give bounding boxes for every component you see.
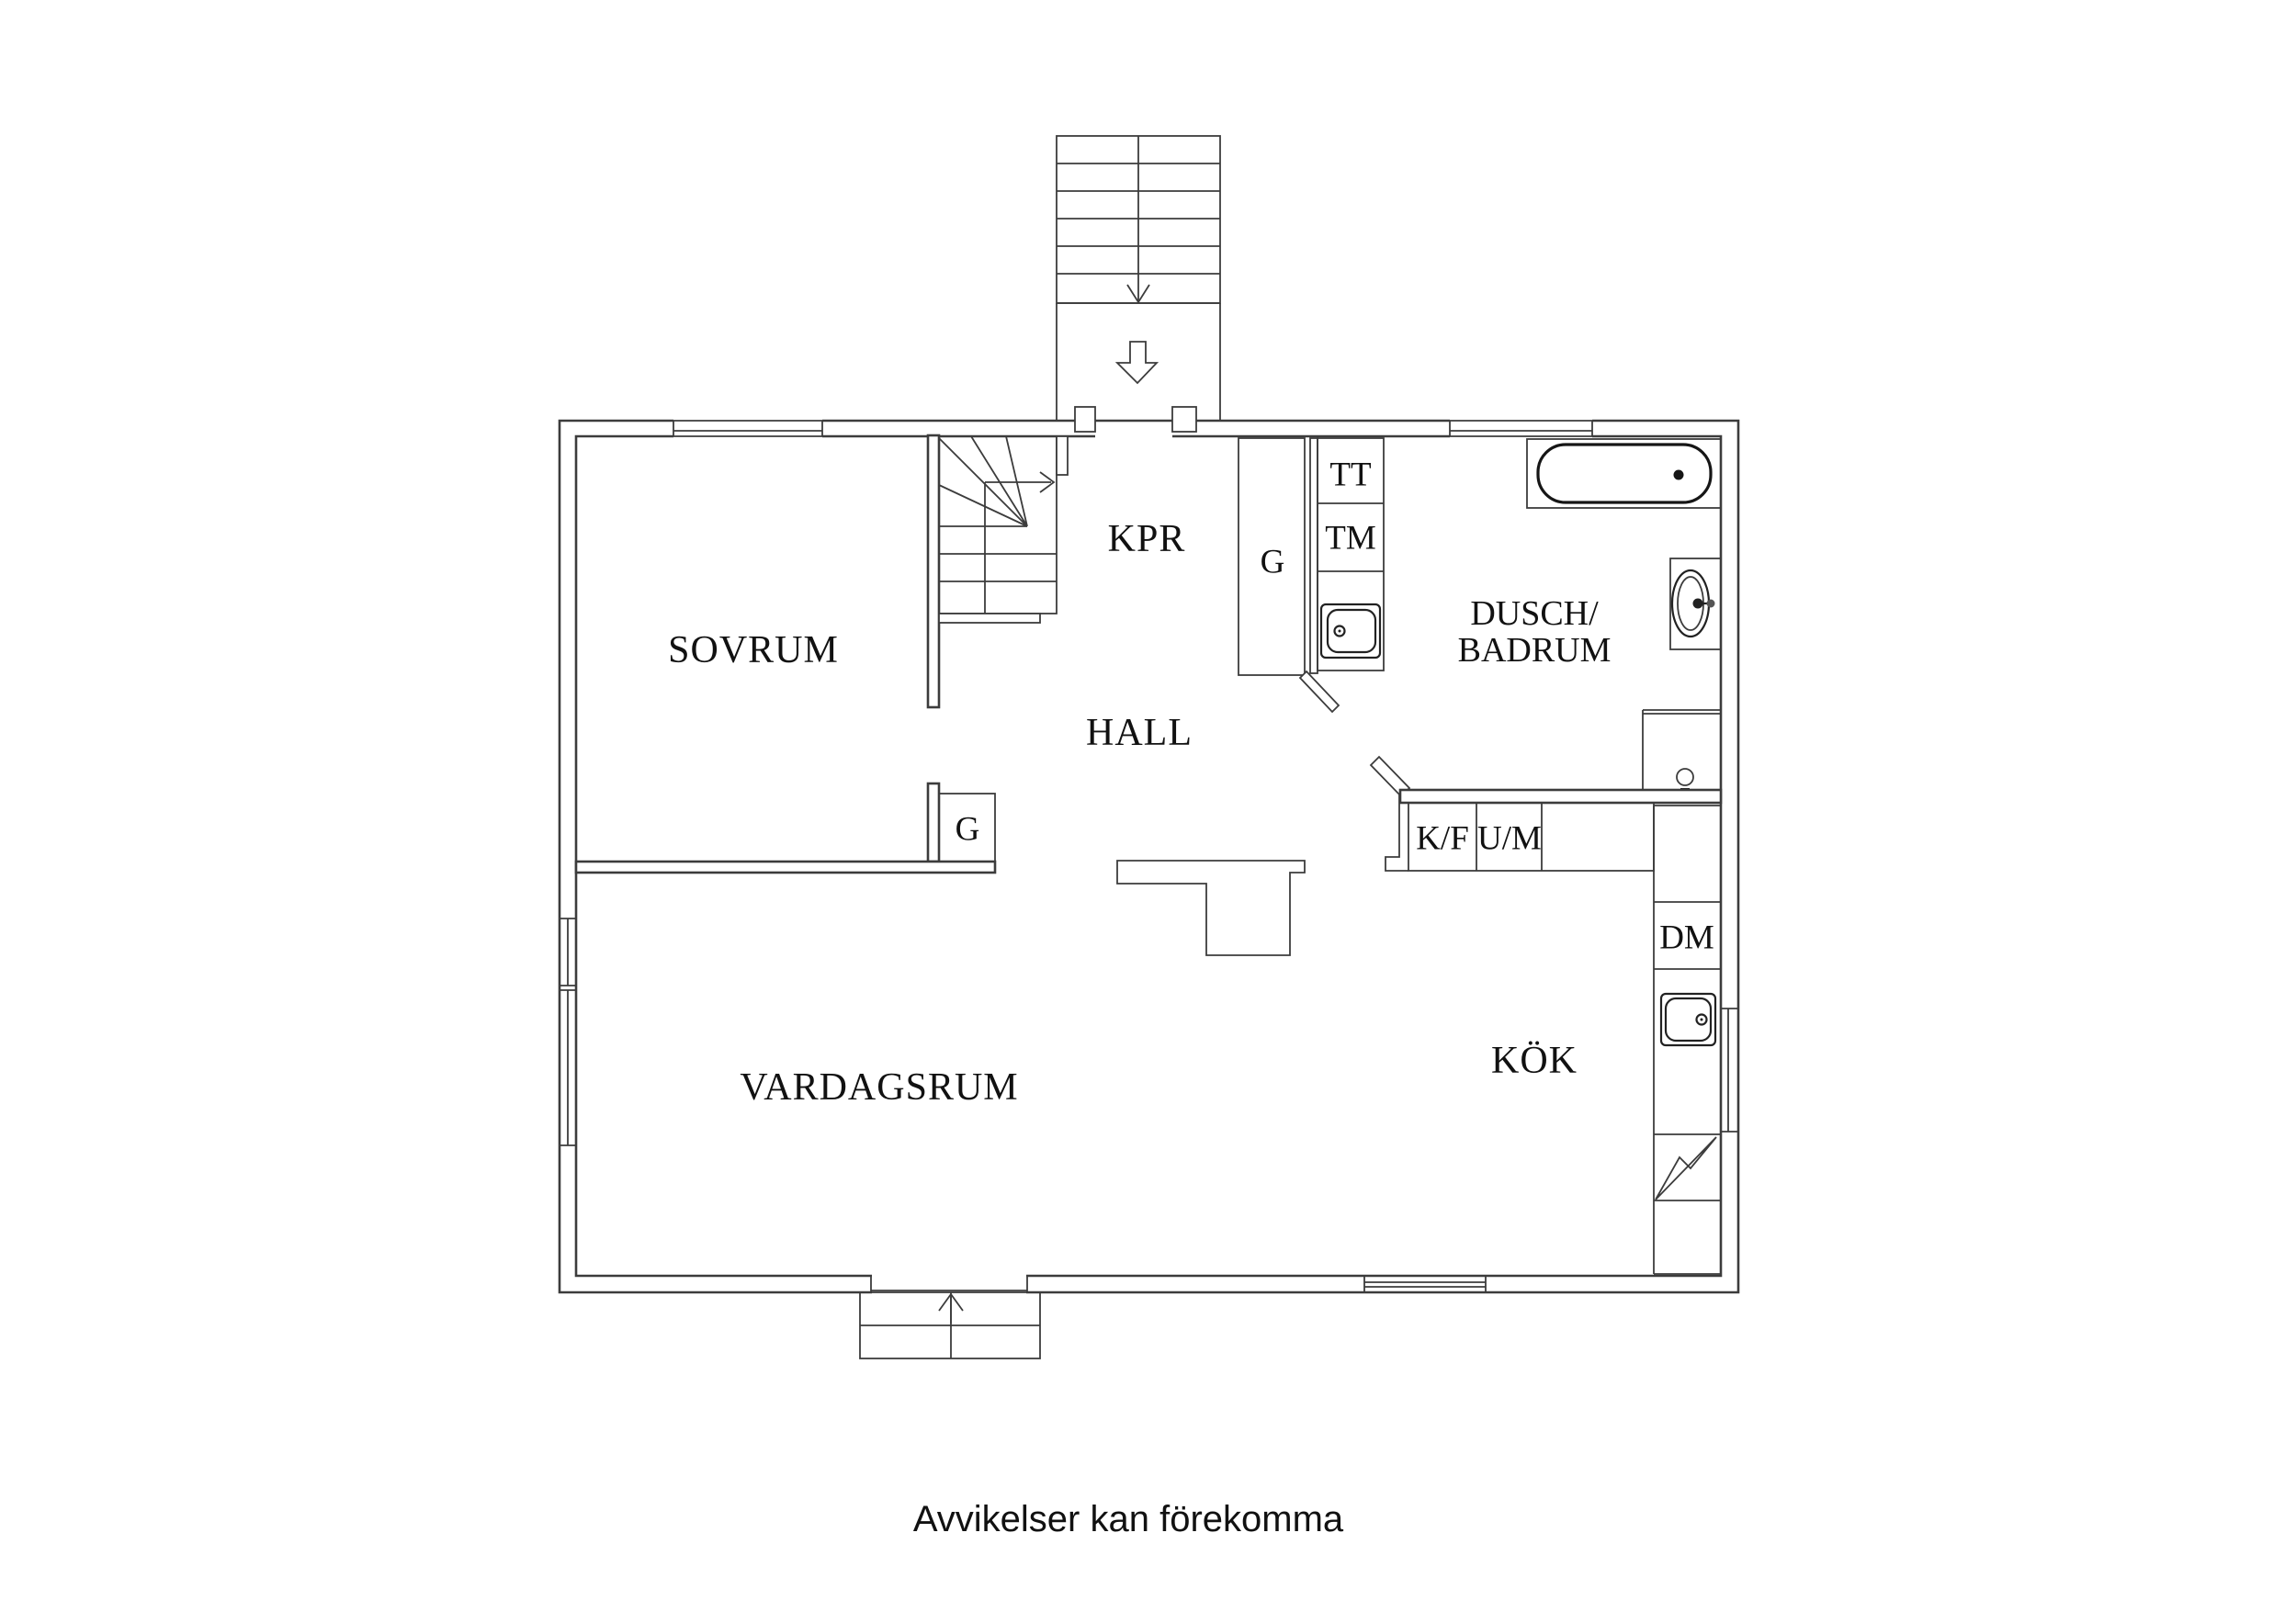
kitchen-top-wall: [1398, 788, 1723, 805]
laundry-sink-icon: [1319, 603, 1382, 659]
wardrobe-laundry-block: [1238, 437, 1385, 714]
washbasin-icon: [1669, 558, 1722, 650]
window-left-upper: [559, 918, 577, 986]
sovrum-walls: [574, 434, 997, 874]
room-label-vardagsrum: VARDAGSRUM: [740, 1066, 1018, 1109]
window-right-kok: [1720, 1008, 1739, 1133]
sovrum-right-wall: [926, 434, 941, 709]
door-jamb: [1171, 406, 1197, 433]
window-bottom: [1363, 1275, 1487, 1293]
window-left-lower: [559, 989, 577, 1146]
room-label-hall: HALL: [1086, 712, 1193, 754]
wc-niche: [1642, 709, 1721, 795]
disclaimer-text: Avvikelser kan förekomma: [913, 1499, 1344, 1539]
entry-steps: [859, 1291, 1041, 1359]
sovrum-bottom-wall: [574, 860, 997, 874]
bathtub-icon: [1526, 438, 1722, 509]
room-label-dusch: DUSCH/: [1470, 594, 1599, 633]
exterior-staircase: [1056, 135, 1221, 421]
label-um: U/M: [1477, 820, 1542, 858]
stair-walkline-arrow-icon: [985, 471, 1056, 493]
laundry-column-box: [1317, 437, 1385, 671]
diagonal-wall: [1369, 755, 1411, 798]
kitchen-sink-icon: [1659, 992, 1717, 1047]
label-tm: TM: [1325, 520, 1376, 558]
entry-doorway-top: [1074, 406, 1197, 441]
label-dm: DM: [1659, 919, 1714, 957]
stair-down-arrow-icon: [1114, 341, 1159, 385]
stove-lightning-icon: [1655, 1136, 1717, 1200]
kitchen-peninsula-counter: [1116, 860, 1306, 956]
sovrum-doorway-stub: [926, 782, 941, 863]
entry-up-arrow-icon: [938, 1292, 964, 1324]
room-label-badrum: BADRUM: [1458, 631, 1612, 670]
room-label-sovrum: SOVRUM: [668, 629, 839, 671]
wardrobe-g-box: [1238, 437, 1306, 676]
bathroom-door-leaf: [1298, 670, 1340, 714]
label-tt: TT: [1329, 456, 1371, 494]
label-wardrobe-g: G: [1261, 544, 1285, 581]
entry-door-bottom: [870, 1274, 1028, 1295]
door-jamb: [1074, 406, 1096, 433]
laundry-partition-wall: [1309, 437, 1318, 674]
kitchen-block: [1369, 755, 1723, 1275]
window-sovrum-top: [673, 419, 823, 438]
room-label-kok: KÖK: [1491, 1040, 1578, 1082]
label-closet-g: G: [956, 811, 980, 849]
window-badrum-top: [1449, 419, 1593, 438]
hall-closet-g: [938, 793, 996, 862]
interior-staircase: [938, 435, 1069, 624]
label-kf: K/F: [1416, 820, 1469, 858]
room-label-kpr: KPR: [1108, 518, 1186, 560]
stair-walkline-arrowhead: [1126, 284, 1150, 304]
toilet-icon: [1676, 768, 1694, 792]
